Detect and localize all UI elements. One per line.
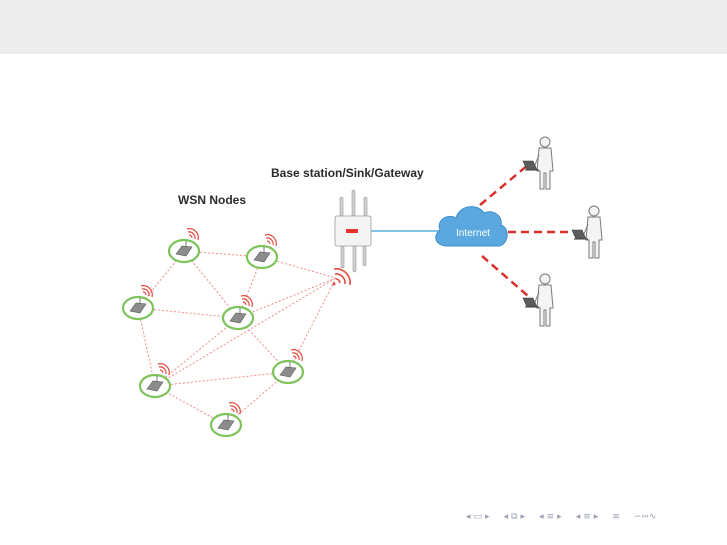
base-station-title: Base station/Sink/Gateway bbox=[271, 166, 424, 180]
gateway-router-icon bbox=[335, 190, 371, 272]
wifi-signal-icon bbox=[333, 269, 351, 286]
sensor-node-icon bbox=[247, 246, 277, 268]
sensor-node-icon bbox=[140, 375, 170, 397]
nav-section-icon[interactable]: ≡ bbox=[547, 510, 555, 524]
nav-prev-frame-icon[interactable]: ◂ bbox=[466, 510, 471, 524]
user-laptop-icon bbox=[572, 206, 602, 258]
wifi-signal-icon bbox=[291, 350, 302, 361]
nav-next-subsection-icon[interactable]: ▸ bbox=[521, 510, 526, 524]
user-link bbox=[480, 165, 528, 205]
wifi-signal-icon bbox=[187, 229, 198, 240]
nav-subsection-icon[interactable]: ⧉ bbox=[511, 510, 517, 524]
nav-search-icon[interactable]: ∽∾∿ bbox=[634, 510, 657, 524]
sensor-node-icon bbox=[223, 307, 253, 329]
mesh-link bbox=[238, 278, 336, 318]
sensor-node-icon bbox=[123, 297, 153, 319]
mesh-link bbox=[155, 372, 288, 386]
internet-label: Internet bbox=[456, 228, 490, 239]
sensor-node-icon bbox=[211, 414, 241, 436]
wifi-signal-icon bbox=[158, 364, 169, 375]
nav-prev-part-icon[interactable]: ◂ bbox=[576, 510, 581, 524]
sensor-nodes bbox=[123, 229, 303, 436]
nav-prev-section-icon[interactable]: ◂ bbox=[539, 510, 544, 524]
nav-controls: ◂ ▭ ▸ ◂ ⧉ ▸ ◂ ≡ ▸ ◂ ≡ ▸ ≡ ∽∾∿ bbox=[466, 510, 656, 524]
sensor-node-icon bbox=[273, 361, 303, 383]
nav-next-frame-icon[interactable]: ▸ bbox=[485, 510, 490, 524]
sensor-node-icon bbox=[169, 240, 199, 262]
wifi-signal-icon bbox=[265, 235, 276, 246]
nav-frame-icon[interactable]: ▭ bbox=[474, 510, 483, 524]
cloud-icon: Internet bbox=[436, 207, 507, 246]
user-laptop-icon bbox=[523, 137, 553, 189]
nav-next-section-icon[interactable]: ▸ bbox=[557, 510, 562, 524]
nav-part-icon[interactable]: ≡ bbox=[583, 510, 591, 524]
nav-prev-subsection-icon[interactable]: ◂ bbox=[504, 510, 509, 524]
mesh-link bbox=[155, 318, 238, 386]
nav-next-part-icon[interactable]: ▸ bbox=[594, 510, 599, 524]
mesh-link bbox=[288, 278, 336, 372]
mesh-links bbox=[138, 251, 336, 425]
user-link bbox=[482, 256, 528, 296]
nav-align-icon[interactable]: ≡ bbox=[612, 510, 620, 524]
user-laptop-icon bbox=[523, 274, 553, 326]
wsn-nodes-title: WSN Nodes bbox=[178, 193, 246, 207]
wifi-signal-icon bbox=[229, 403, 240, 414]
wifi-signal-icon bbox=[141, 286, 152, 297]
